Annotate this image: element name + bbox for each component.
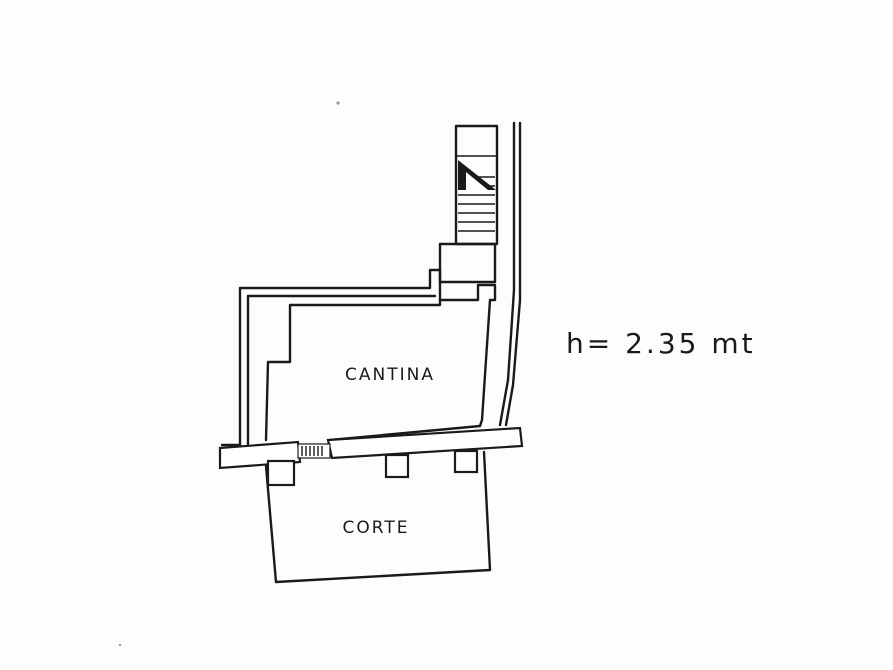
height-annotation: h= 2.35 mt [566,327,756,360]
cantina-inner-walls [264,283,497,442]
speck [336,101,340,105]
cantina-outer-walls [220,268,442,447]
speck [118,643,122,647]
dividing-wall [218,426,524,470]
pillar [384,453,410,479]
pillar [453,449,479,474]
right-party-wall [498,121,522,427]
cantina-label: CANTINA [345,365,435,385]
stair-landing [438,242,497,284]
corte-walls [264,449,492,584]
staircase [454,124,499,246]
corte-label: CORTE [343,518,410,538]
pillar [266,459,296,487]
